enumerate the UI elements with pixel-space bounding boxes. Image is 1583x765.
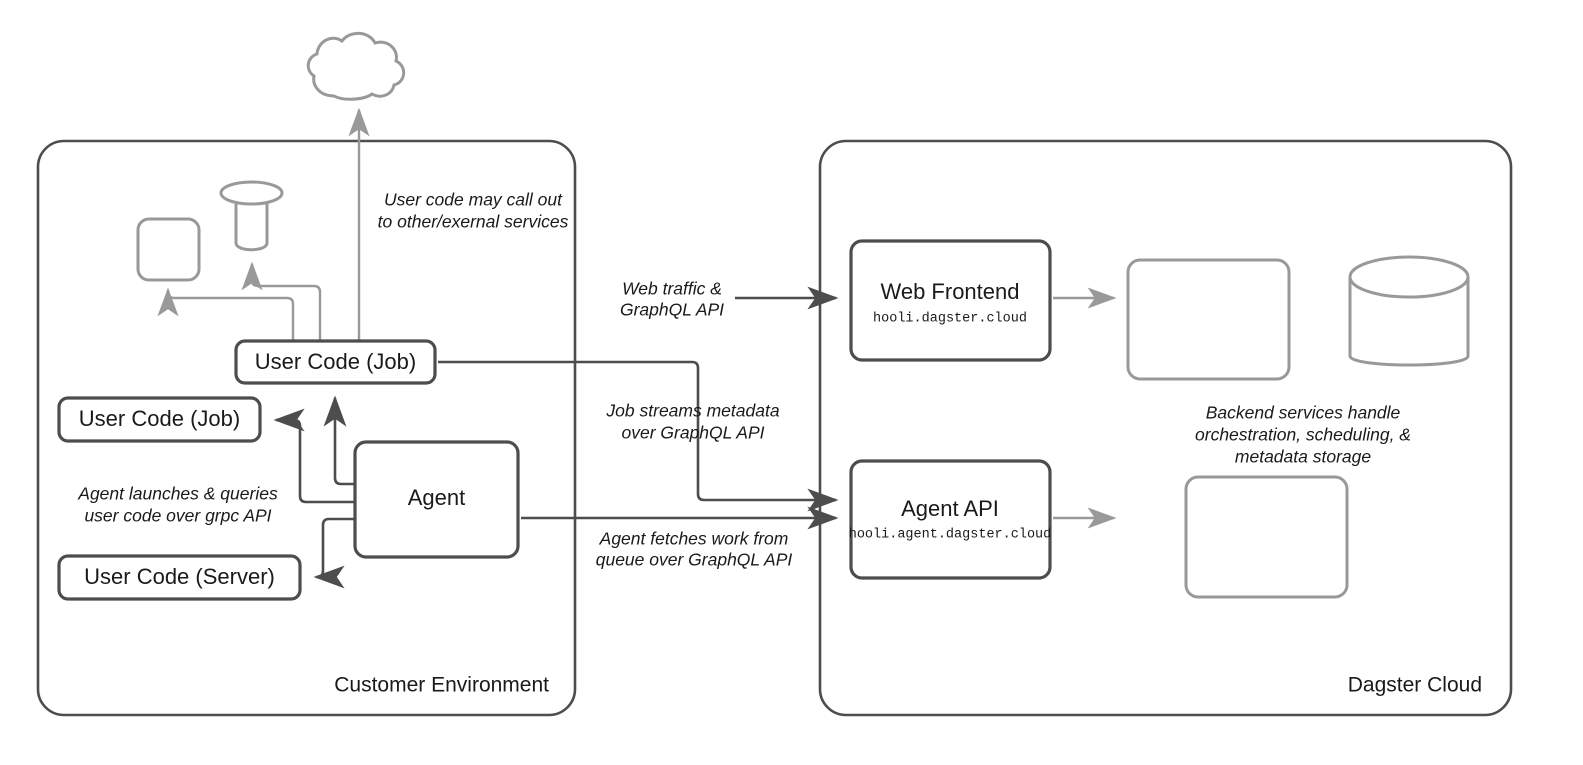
annotation-job-streams-line2: over GraphQL API [622, 423, 765, 443]
annotation-agent-grpc-note: Agent launches & queries user code over … [77, 484, 278, 526]
shape-backend-database-cylinder [1348, 255, 1470, 367]
cloud-icon [306, 31, 406, 101]
node-user-code-job-main-label: User Code (Job) [255, 349, 416, 374]
edge-agent-to-usercode-job-main [323, 395, 355, 486]
annotation-backend-services-line1: Backend services handle [1206, 403, 1401, 423]
shape-backend-service-box-top [1126, 258, 1291, 381]
node-user-code-job-secondary-label: User Code (Job) [79, 406, 240, 431]
annotation-web-traffic-label: Web traffic & GraphQL API [620, 279, 724, 320]
edge-usercode-to-external-service [157, 287, 295, 341]
annotation-agent-fetches-line2: queue over GraphQL API [596, 550, 793, 570]
annotation-agent-grpc-line1: Agent launches & queries [77, 484, 278, 504]
annotation-backend-services-line2: orchestration, scheduling, & [1195, 425, 1411, 445]
edge-agent-to-usercode-job-secondary [273, 408, 355, 504]
node-user-code-job-secondary[interactable] [57, 396, 262, 443]
annotation-agent-grpc-line2: user code over grpc API [84, 506, 271, 526]
annotation-agent-fetches-line1: Agent fetches work from [599, 529, 789, 549]
annotation-web-traffic-line1: Web traffic & [622, 279, 722, 299]
edge-job-streams-to-agent-api [438, 360, 839, 512]
annotation-external-call-note: User code may call out to other/exernal … [378, 190, 569, 232]
node-agent-label: Agent [408, 485, 466, 510]
node-agent-api[interactable] [849, 459, 1052, 580]
shape-backend-service-box-bottom [1184, 475, 1349, 599]
annotation-agent-fetches-label: Agent fetches work from queue over Graph… [596, 529, 793, 570]
node-user-code-job-main[interactable] [234, 339, 437, 385]
edge-agent-to-usercode-server [313, 517, 355, 589]
node-web-frontend-subtitle: hooli.dagster.cloud [873, 312, 1027, 327]
shape-external-service-box [136, 217, 201, 282]
container-label-dagster-cloud: Dagster Cloud [1348, 674, 1482, 697]
node-agent-api-subtitle: hooli.agent.dagster.cloud [849, 528, 1052, 543]
annotation-web-traffic-line2: GraphQL API [620, 300, 724, 320]
node-user-code-server-label: User Code (Server) [84, 564, 275, 589]
container-label-customer-environment: Customer Environment [334, 674, 549, 697]
node-web-frontend[interactable] [849, 239, 1052, 362]
node-agent-api-label: Agent API [901, 496, 999, 521]
annotation-backend-services-line3: metadata storage [1235, 447, 1371, 467]
annotation-backend-services-note: Backend services handle orchestration, s… [1195, 403, 1411, 467]
node-web-frontend-label: Web Frontend [880, 279, 1019, 304]
edge-usercode-to-external-database [241, 261, 322, 341]
shape-external-database-cylinder [219, 180, 284, 252]
annotation-job-streams-label: Job streams metadata over GraphQL API [605, 401, 779, 443]
node-user-code-server[interactable] [57, 554, 302, 601]
annotation-job-streams-line1: Job streams metadata [605, 401, 779, 421]
annotation-external-call-line2: to other/exernal services [378, 212, 569, 232]
node-agent[interactable] [353, 440, 520, 559]
annotation-external-call-line1: User code may call out [384, 190, 563, 210]
